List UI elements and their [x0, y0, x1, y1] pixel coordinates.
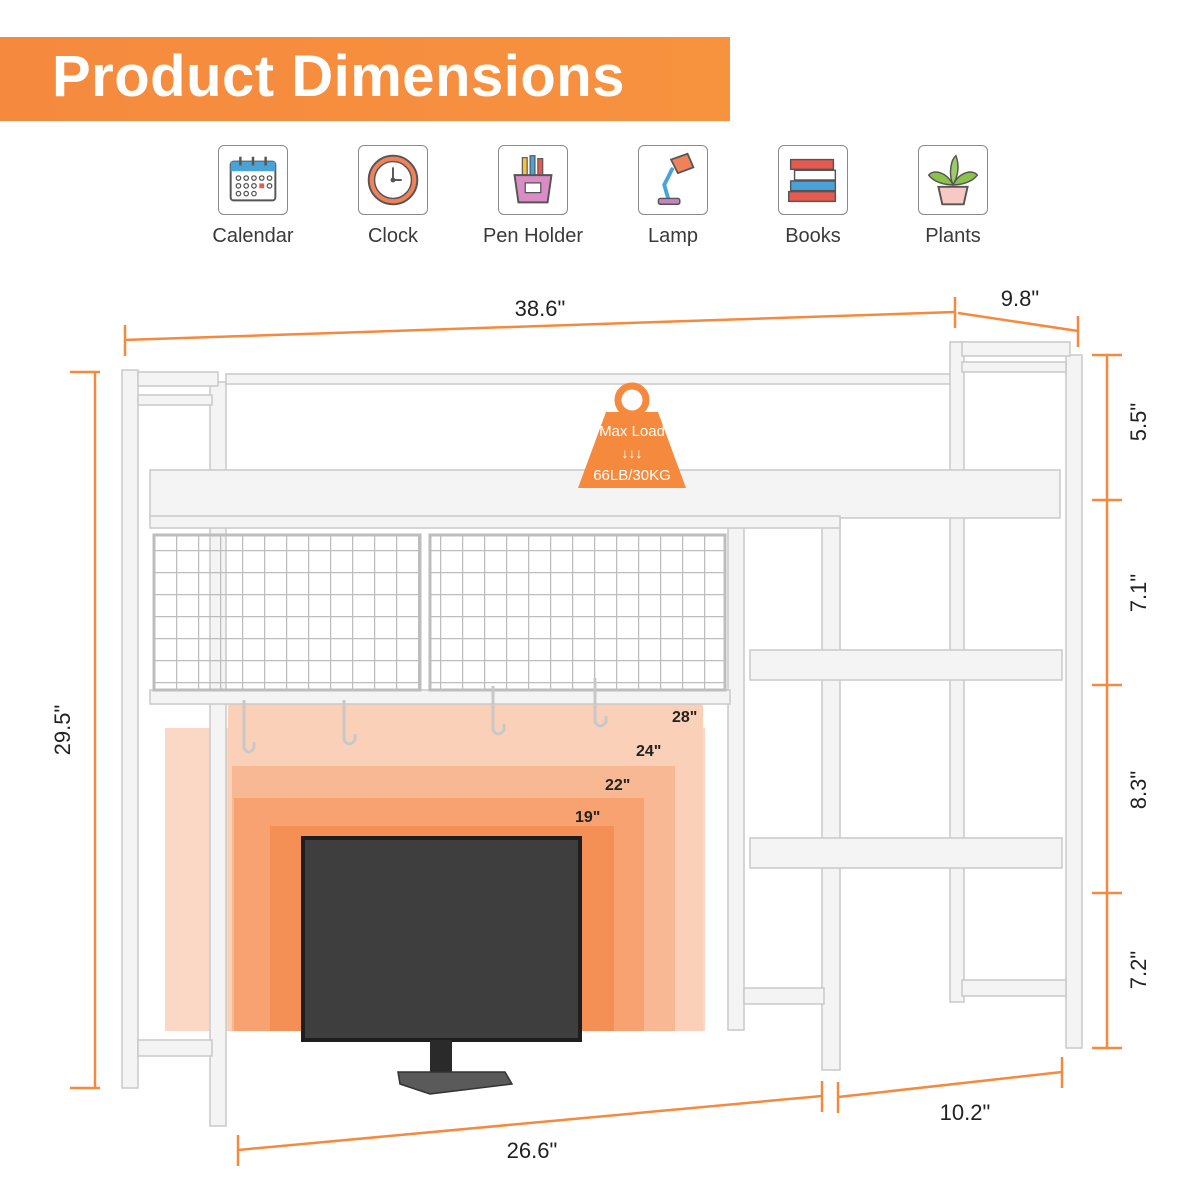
label-side-width: 10.2"	[940, 1100, 991, 1125]
calendar-icon	[218, 145, 288, 215]
max-load-label: Max Load	[599, 423, 665, 440]
pen-holder-icon	[498, 145, 568, 215]
grid-panel-left	[152, 533, 422, 692]
accessory-lamp: Lamp	[603, 145, 743, 248]
monitor	[301, 836, 582, 1095]
monitor-base	[397, 1071, 514, 1095]
title-banner: Product Dimensions	[0, 37, 730, 121]
books-icon	[778, 145, 848, 215]
accessory-label: Lamp	[647, 225, 699, 247]
weight-icon	[578, 412, 686, 488]
label-total-width: 38.6"	[515, 296, 566, 321]
label-shelf-height-4: 7.2"	[1126, 951, 1151, 989]
weight-handle	[614, 382, 650, 418]
shelf-frame	[121, 341, 1083, 1127]
accessory-label: Clock	[367, 225, 418, 247]
label-shelf-height-1: 5.5"	[1126, 403, 1151, 441]
label-depth: 9.8"	[1001, 286, 1039, 311]
accessory-calendar: Calendar	[183, 145, 323, 248]
accessory-clock: Clock	[323, 145, 463, 248]
accessory-label: Plants	[925, 225, 981, 247]
monitor-screen	[301, 836, 582, 1042]
size-label-19: 19"	[575, 809, 600, 826]
grid-hooks	[242, 678, 608, 754]
max-load-arrows: ↓↓↓	[622, 445, 643, 461]
clock-icon	[358, 145, 428, 215]
lamp-icon	[638, 145, 708, 215]
label-inner-width: 26.6"	[507, 1138, 558, 1163]
size-label-28: 28"	[672, 709, 697, 726]
monitor-stand	[430, 1040, 452, 1072]
grid-panel-right	[428, 533, 727, 692]
size-label-22: 22"	[605, 777, 630, 794]
accessory-pen-holder: Pen Holder	[463, 145, 603, 248]
accessory-plants: Plants	[883, 145, 1023, 248]
accessory-label: Pen Holder	[482, 225, 584, 247]
dimension-lines	[70, 297, 1122, 1166]
label-shelf-height-3: 8.3"	[1126, 771, 1151, 809]
page-title: Product Dimensions	[52, 44, 625, 109]
accessory-books: Books	[743, 145, 883, 248]
accessory-label: Calendar	[212, 225, 294, 247]
size-label-24: 24"	[636, 743, 661, 760]
label-total-height: 29.5"	[50, 705, 75, 756]
plant-icon	[918, 145, 988, 215]
max-load-badge: Max Load ↓↓↓ 66LB/30KG	[578, 382, 686, 488]
label-shelf-height-2: 7.1"	[1126, 574, 1151, 612]
max-load-value: 66LB/30KG	[593, 467, 671, 484]
accessory-label: Books	[785, 225, 841, 247]
